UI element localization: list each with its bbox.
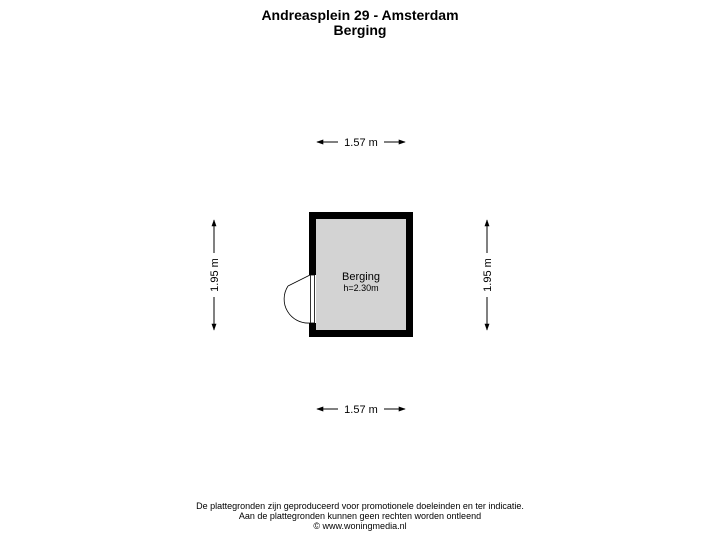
room-name: Berging: [342, 271, 380, 283]
door-frame: [310, 274, 315, 324]
room-floor: [316, 219, 406, 330]
plan-title: Andreasplein 29 - Amsterdam: [261, 7, 459, 23]
wall-left-upper: [309, 212, 316, 275]
wall-top: [309, 212, 413, 219]
door-leaf: [287, 274, 311, 287]
dimension-top-label: 1.57 m: [344, 137, 378, 149]
dimension-bottom-label: 1.57 m: [344, 404, 378, 416]
disclaimer-line-1: De plattegronden zijn geproduceerd voor …: [196, 501, 524, 511]
door-swing: [283, 285, 311, 324]
wall-left-lower: [309, 323, 316, 337]
room-height: h=2.30m: [343, 283, 378, 293]
floor-title: Berging: [333, 22, 387, 38]
wall-bottom: [309, 330, 413, 337]
dimension-right-label: 1.95 m: [482, 258, 494, 292]
copyright-line: © www.woningmedia.nl: [313, 521, 407, 531]
wall-right: [406, 212, 413, 337]
dimension-left-label: 1.95 m: [209, 258, 221, 292]
disclaimer-line-2: Aan de plattegronden kunnen geen rechten…: [238, 511, 482, 521]
